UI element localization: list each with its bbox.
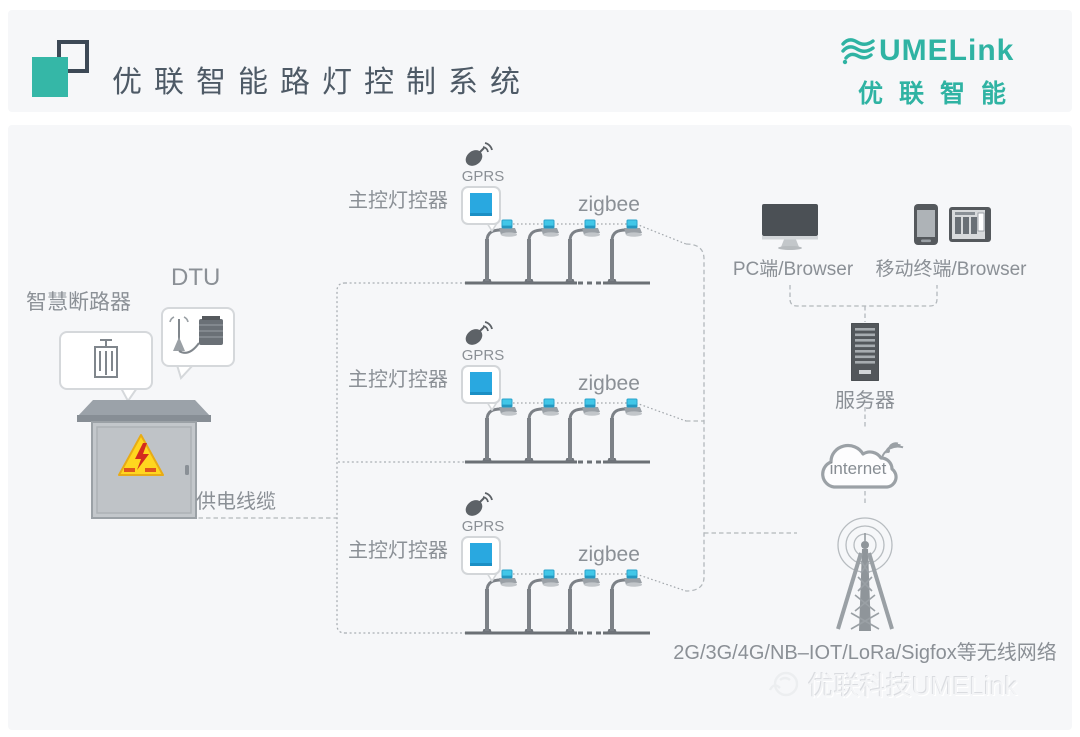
zigbee-label-row3: zigbee xyxy=(578,543,640,566)
phone-icon xyxy=(914,204,938,245)
controller-label-row2: 主控灯控器 xyxy=(348,369,448,391)
pc-monitor-icon xyxy=(762,204,818,250)
circuit-breaker-bubble xyxy=(59,331,155,403)
gprs-satellite-icon xyxy=(463,492,493,519)
brand-name: 优联智能 xyxy=(858,80,1023,108)
breaker-label: 智慧断路器 xyxy=(26,291,131,314)
controller-label-row1: 主控灯控器 xyxy=(348,190,448,212)
radio-tower-icon xyxy=(818,503,912,635)
internet-label: internet xyxy=(829,459,887,478)
gprs-label-row2: GPRS xyxy=(461,347,505,364)
street-light-icon xyxy=(605,218,644,285)
controller-label-row3: 主控灯控器 xyxy=(348,540,448,562)
controller-bubble-icon xyxy=(461,536,503,582)
street-light-icon xyxy=(605,397,644,464)
wireless-bracket-line xyxy=(685,243,797,592)
page-title: 优联智能路灯控制系统 xyxy=(112,66,532,99)
power-trunk-line xyxy=(336,282,465,634)
zigbee-label-row1: zigbee xyxy=(578,193,640,216)
watermark-logo-icon xyxy=(766,668,802,702)
server-label: 服务器 xyxy=(835,390,895,412)
street-light-icon xyxy=(522,218,561,285)
mobile-label: 移动终端/Browser xyxy=(875,259,1027,280)
dtu-device-icon xyxy=(169,316,223,354)
street-light-icon xyxy=(605,568,644,635)
brand-wave-icon xyxy=(840,35,876,67)
street-light-icon xyxy=(522,397,561,464)
server-icon xyxy=(851,323,879,381)
warning-triangle-icon xyxy=(118,434,164,476)
pc-label: PC端/Browser xyxy=(732,259,854,280)
controller-bubble-icon xyxy=(461,365,503,411)
power-cable-label: 供电线缆 xyxy=(196,491,276,513)
tablet-icon xyxy=(949,207,991,242)
header-panel xyxy=(8,10,1072,112)
street-light-icon xyxy=(522,568,561,635)
brand-block: UMELink 优联智能 xyxy=(840,34,1040,110)
gprs-label-row1: GPRS xyxy=(461,168,505,185)
street-light-icon xyxy=(563,568,602,635)
controller-bubble-icon xyxy=(461,186,503,232)
network-label: 2G/3G/4G/NB–IOT/LoRa/Sigfox等无线网络 xyxy=(673,642,1057,664)
power-cabinet-icon xyxy=(77,395,211,521)
internet-cloud-icon xyxy=(812,427,912,495)
street-light-icon xyxy=(563,397,602,464)
gprs-satellite-icon xyxy=(463,321,493,348)
zigbee-label-row2: zigbee xyxy=(578,372,640,395)
dtu-bubble xyxy=(161,307,237,381)
gprs-satellite-icon xyxy=(463,142,493,169)
dtu-label: DTU xyxy=(171,264,221,291)
brand-wordmark: UMELink xyxy=(879,34,1015,67)
circuit-breaker-icon xyxy=(94,339,118,378)
logo-squares-icon xyxy=(32,40,92,100)
gprs-label-row3: GPRS xyxy=(461,518,505,535)
client-server-line xyxy=(789,285,938,506)
wifi-signal-icon xyxy=(880,442,904,459)
watermark: 优联科技UMELink xyxy=(766,666,1017,703)
zigbee-links xyxy=(505,223,687,592)
watermark-text: 优联科技UMELink xyxy=(808,671,1018,701)
street-light-icon xyxy=(563,218,602,285)
